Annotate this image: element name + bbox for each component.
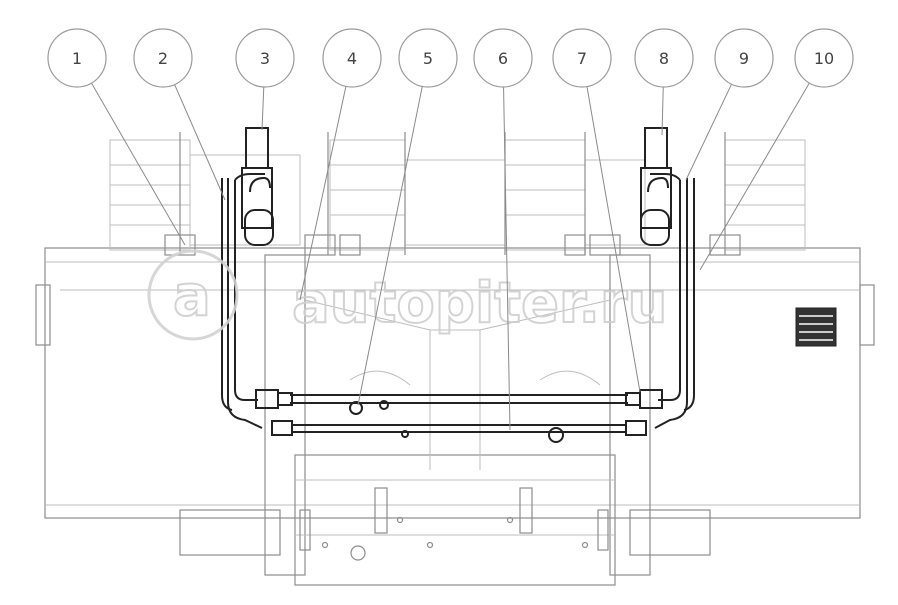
callout-leader-10 xyxy=(699,82,810,271)
callout-group: 1 2 3 4 5 6 7 8 9 10 xyxy=(47,28,854,431)
callout-label-10: 10 xyxy=(814,49,834,68)
upper-frame xyxy=(109,132,806,256)
callout-balloon-3 xyxy=(235,28,295,88)
callout-balloon-9 xyxy=(714,28,774,88)
callout-leader-1 xyxy=(91,82,186,246)
callout-label-1: 1 xyxy=(72,49,82,68)
callout-leader-8 xyxy=(661,86,664,136)
left-cylinder xyxy=(241,127,274,246)
callout-balloon-1 xyxy=(47,28,107,88)
callout-label-7: 7 xyxy=(577,49,587,68)
callout-label-9: 9 xyxy=(739,49,749,68)
callout-leader-3 xyxy=(261,86,265,131)
callout-balloon-5 xyxy=(398,28,458,88)
watermark-logo-circle xyxy=(147,249,239,341)
callout-leader-2 xyxy=(174,84,226,201)
callout-label-8: 8 xyxy=(659,49,669,68)
callout-balloon-7 xyxy=(552,28,612,88)
callout-leader-4 xyxy=(299,86,347,301)
callout-balloon-8 xyxy=(634,28,694,88)
name-plate xyxy=(795,307,837,347)
callout-label-3: 3 xyxy=(260,49,270,68)
callout-leader-7 xyxy=(586,86,641,393)
callout-balloon-6 xyxy=(473,28,533,88)
callout-leader-9 xyxy=(685,83,733,181)
callout-leader-5 xyxy=(357,86,423,406)
lower-carriage xyxy=(179,254,711,586)
watermark-logo-letter: a xyxy=(173,264,211,329)
callout-balloon-2 xyxy=(133,28,193,88)
callout-label-4: 4 xyxy=(347,49,357,68)
watermark-text: autopiter.ru xyxy=(292,271,667,336)
callout-balloon-10 xyxy=(794,28,854,88)
callout-balloon-4 xyxy=(322,28,382,88)
hose-fittings xyxy=(255,389,663,443)
right-cylinder xyxy=(640,127,672,246)
callout-label-6: 6 xyxy=(498,49,508,68)
hydraulic-hoses xyxy=(221,173,695,433)
bucket-body xyxy=(35,247,875,519)
watermark: a autopiter.ru xyxy=(147,249,668,341)
callout-leader-6 xyxy=(503,86,511,431)
callout-label-5: 5 xyxy=(423,49,433,68)
callout-label-2: 2 xyxy=(158,49,168,68)
